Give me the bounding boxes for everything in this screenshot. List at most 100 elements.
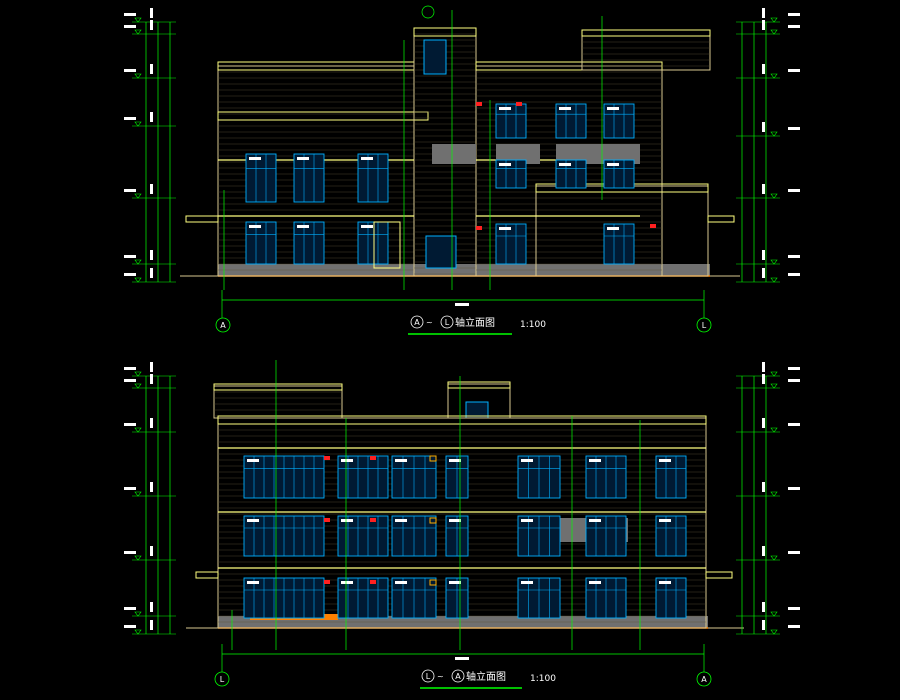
lower-left-levels-level-label <box>124 379 136 382</box>
upper-right-levels-level-triangle <box>770 131 778 137</box>
lower-window-r0-6-label-tag <box>659 459 671 462</box>
upper-window-r2-1-label-tag <box>559 163 571 166</box>
lower-window-r2-4-label-tag <box>521 581 533 584</box>
lower-title-text: 轴立面图 <box>466 670 506 683</box>
lower-right-levels-level-label <box>788 379 800 382</box>
lower-window-r2-0-label-tag <box>247 581 259 584</box>
lower-right-levels-level-triangle <box>770 611 778 617</box>
upper-left-levels-level-triangle <box>134 29 142 35</box>
upper-axis-bubble-right <box>696 317 712 333</box>
lower-left-levels-dim-label <box>150 620 153 630</box>
upper-right-levels-dim-label <box>762 20 765 30</box>
upper-title-axis-right: L <box>445 318 450 327</box>
lower-title-axis-right-bubble <box>451 669 465 683</box>
lower-right-levels-dim-label <box>762 418 765 428</box>
upper-right-canopy <box>707 215 735 223</box>
lower-window-r2-6-label-tag <box>659 581 671 584</box>
upper-window-r2-0-label-tag <box>499 163 511 166</box>
lower-axis-bubble-left-text: L <box>220 675 225 684</box>
lower-right-levels-dim-label <box>762 620 765 630</box>
upper-callout-bubble <box>421 5 435 19</box>
upper-window-l1-1-frame <box>293 221 325 265</box>
upper-entrance-frame <box>373 221 401 269</box>
upper-window-r2-2-label-tag <box>607 163 619 166</box>
upper-window-l1-2-label-tag <box>361 225 373 228</box>
lower-orange-marker-0 <box>429 455 437 462</box>
lower-left-levels-dim-label <box>150 418 153 428</box>
upper-right-levels-level-label <box>788 189 800 192</box>
upper-right-levels-level-label <box>788 13 800 16</box>
lower-right-canopy <box>705 571 733 579</box>
upper-left-levels-level-label <box>124 25 136 28</box>
lower-right-levels-level-label <box>788 551 800 554</box>
upper-right-levels-level-triangle <box>770 73 778 79</box>
upper-window-r3-0-label-tag <box>499 107 511 110</box>
lower-window-r1-3-label-tag <box>449 519 461 522</box>
upper-right-levels-level-label <box>788 127 800 130</box>
upper-balcony-panel <box>556 144 640 164</box>
upper-right-levels-dim-label <box>762 184 765 194</box>
lower-left-levels-dim-label <box>150 482 153 492</box>
upper-right-levels-dim-label <box>762 64 765 74</box>
lower-right-levels-level-triangle <box>770 491 778 497</box>
lower-title-tilde: ~ <box>437 672 444 681</box>
upper-right-levels-level-label <box>788 255 800 258</box>
upper-left-cornice <box>217 111 429 121</box>
upper-axis-bubble-left-text: A <box>220 321 226 330</box>
upper-roof-parapet <box>581 29 711 37</box>
upper-window-l1-2-frame <box>357 221 389 265</box>
upper-right-levels-dim-label <box>762 250 765 260</box>
upper-balcony-panel <box>432 144 476 164</box>
upper-left-levels-level-triangle <box>134 259 142 265</box>
upper-entrance-door <box>425 235 457 269</box>
lower-left-levels-level-label <box>124 487 136 490</box>
upper-left-levels-level-label <box>124 255 136 258</box>
lower-main-parapet <box>217 415 707 425</box>
upper-window-l2-0-label-tag <box>249 157 261 160</box>
lower-window-r0-2-label-tag <box>395 459 407 462</box>
upper-red-marker-0 <box>476 102 482 106</box>
lower-window-r1-0-label-tag <box>247 519 259 522</box>
upper-left-levels-dim-label <box>150 268 153 278</box>
upper-window-l2-2-frame <box>357 153 389 203</box>
upper-right-levels-level-label <box>788 273 800 276</box>
lower-right-levels-level-triangle <box>770 427 778 433</box>
upper-red-marker-1 <box>516 102 522 106</box>
upper-left-levels-dim-label <box>150 20 153 30</box>
upper-right-levels-dim-label <box>762 122 765 132</box>
upper-balcony-panel <box>496 144 540 164</box>
lower-right-levels-dim-label <box>762 362 765 372</box>
upper-window-r3-2-label-tag <box>607 107 619 110</box>
lower-window-r0-1-label-tag <box>341 459 353 462</box>
lower-left-levels-dim-label <box>150 362 153 372</box>
lower-red-marker-5 <box>370 580 376 584</box>
upper-right-levels-dim-label <box>762 8 765 18</box>
upper-right-levels-level-triangle <box>770 259 778 265</box>
lower-orange-marker-1 <box>429 517 437 524</box>
upper-scale-text: 1:100 <box>520 320 546 330</box>
lower-left-levels-dim-label <box>150 374 153 384</box>
lower-window-r1-2-label-tag <box>395 519 407 522</box>
lower-window-r1-5-label-tag <box>589 519 601 522</box>
lower-window-r2-1-label-tag <box>341 581 353 584</box>
upper-left-levels-dim-label <box>150 184 153 194</box>
lower-window-r0-6-frame <box>655 455 687 499</box>
lower-axis-bubble-left <box>214 671 230 687</box>
lower-title-axis-right: A <box>455 672 461 681</box>
lower-right-levels-level-label <box>788 487 800 490</box>
lower-window-r0-1-frame <box>337 455 389 499</box>
lower-left-levels-level-triangle <box>134 555 142 561</box>
upper-title-axis-right-bubble <box>440 315 454 329</box>
lower-title-axis-left-bubble <box>421 669 435 683</box>
upper-left-levels-dim-label <box>150 64 153 74</box>
lower-right-levels-dim-label <box>762 546 765 556</box>
upper-axis-bubble-right-text: L <box>702 321 707 330</box>
upper-right-levels-level-label <box>788 25 800 28</box>
lower-right-levels-dim-label <box>762 482 765 492</box>
lower-scale-text: 1:100 <box>530 674 556 684</box>
upper-right-levels-dim-label <box>762 268 765 278</box>
lower-axis-bubble-right <box>696 671 712 687</box>
lower-left-levels-level-triangle <box>134 371 142 377</box>
